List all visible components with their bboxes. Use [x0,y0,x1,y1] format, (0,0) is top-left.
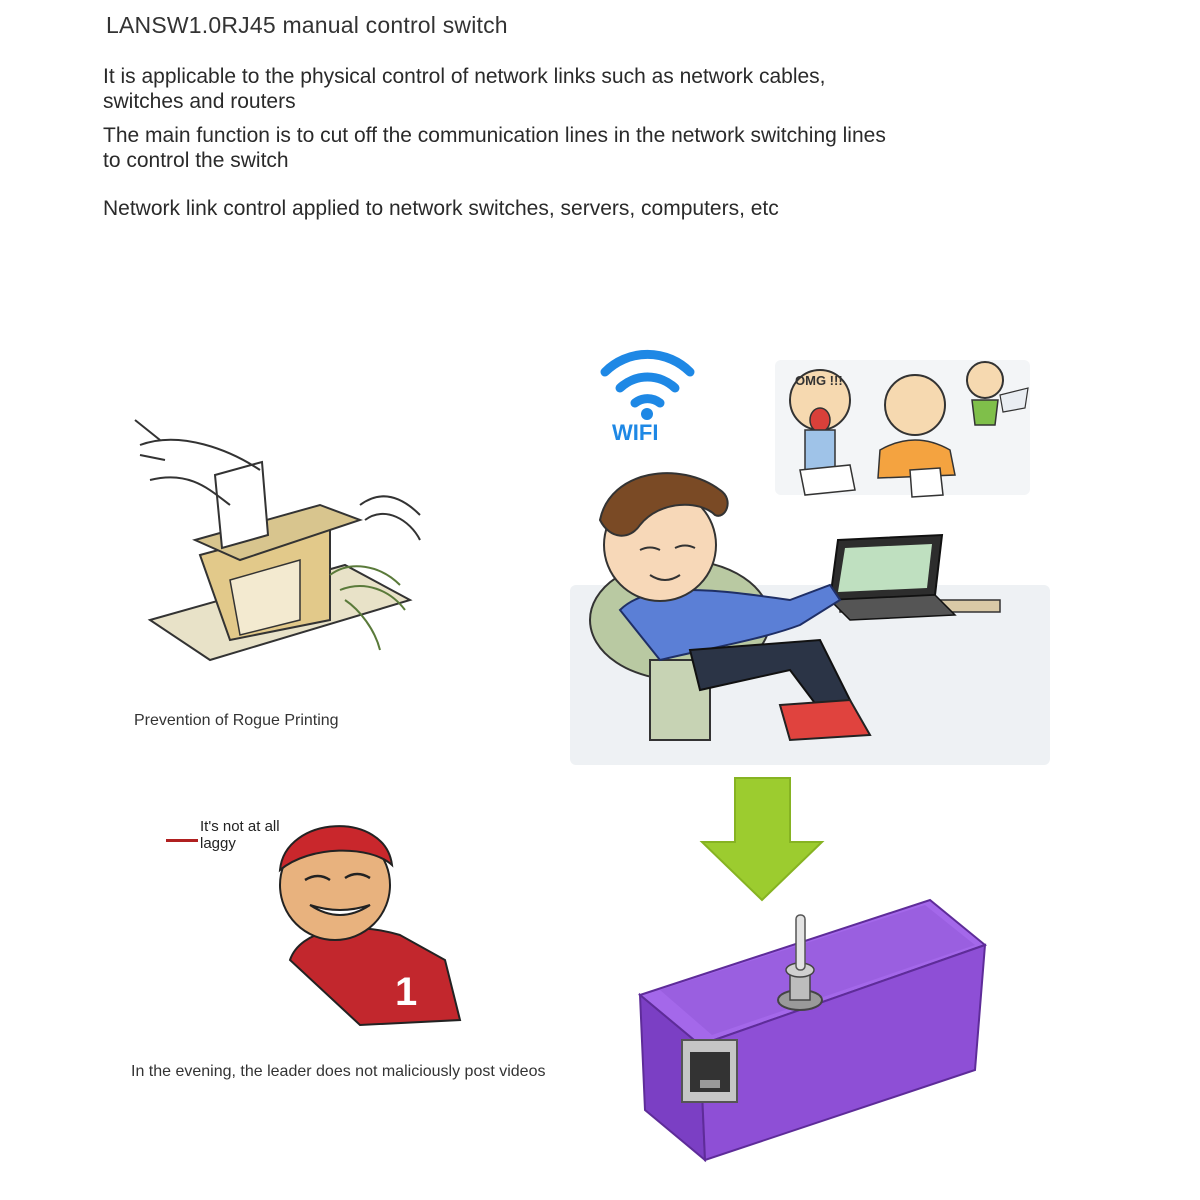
shocked-coworkers-illustration [775,360,1030,498]
speech-pointer [166,839,198,842]
speech-bubble-text: It's not at all laggy [200,818,280,852]
wifi-icon [600,349,695,420]
down-arrow-icon [699,777,825,902]
svg-text:1: 1 [395,970,417,1014]
basketball-character-illustration: 1 [278,825,462,1027]
printer-caption: Prevention of Rogue Printing [134,712,339,729]
description-line-1: It is applicable to the physical control… [103,65,826,113]
description-line-2: The main function is to cut off the comm… [103,124,886,172]
page-title: LANSW1.0RJ45 manual control switch [106,12,508,38]
rj45-switch-product [637,898,988,1163]
printer-illustration [134,419,421,662]
office-worker-illustration [570,472,1050,765]
omg-label: OMG !!! [795,373,843,388]
description-line-3: Network link control applied to network … [103,197,779,220]
wifi-label: WIFI [612,420,658,445]
leader-caption: In the evening, the leader does not mali… [131,1063,546,1080]
